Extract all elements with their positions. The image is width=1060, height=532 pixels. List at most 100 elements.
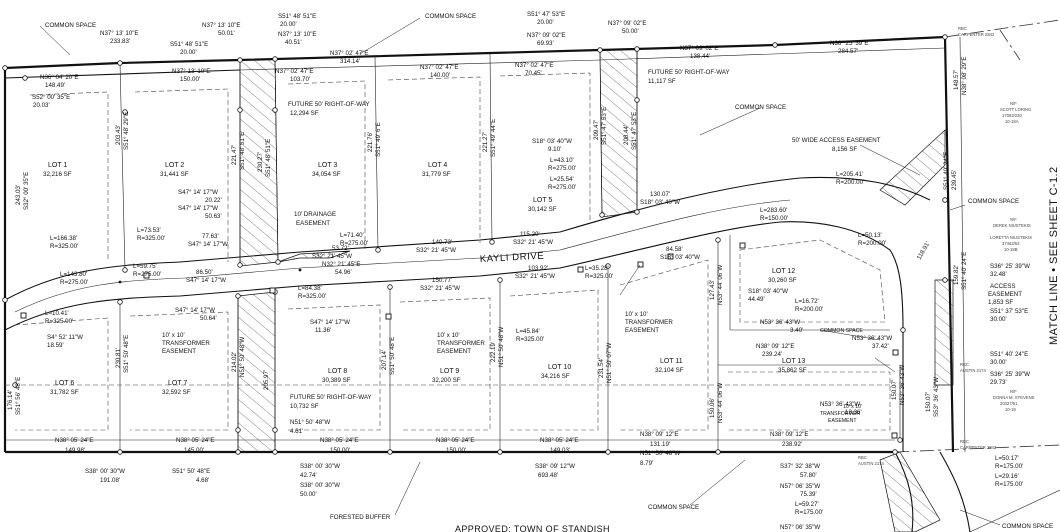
tl-16b: 138.44' <box>690 53 710 60</box>
cl-40a: S47° 14' 17"W <box>310 319 350 326</box>
lot-12-name: LOT 12 <box>772 268 795 275</box>
tl-6b: 20.00' <box>180 49 197 56</box>
cl-2b: R=325.00' <box>137 235 165 242</box>
bl-1a: N38° 05' 24"E <box>55 437 94 444</box>
sl-1a: 243.03' <box>15 185 22 205</box>
sl-10b: S51° 50' 48"E <box>123 335 130 373</box>
bl-11b: 50.00' <box>300 491 317 498</box>
sl-3a: 221.47' <box>231 145 238 165</box>
access-top-title: 50' WIDE ACCESS EASEMENT <box>792 137 881 144</box>
bl-8b: 191.08' <box>100 477 120 484</box>
side-labels: 243.03'S32° 00' 35"E 203.43'S51° 48' 29"… <box>7 56 968 423</box>
cl-25b: 18.59' <box>47 342 64 349</box>
future-row-1-area: 12,294 SF <box>290 110 319 117</box>
bl-9b: 4.68' <box>196 477 209 484</box>
cl-38a: S47° 14' 17"W <box>178 205 218 212</box>
lot-10-area: 34,216 SF <box>541 373 570 380</box>
tl-15a: N37° 09' 02"E <box>527 32 566 39</box>
lot-1-area: 32,216 SF <box>43 171 72 178</box>
cl-20b: R=325.00' <box>585 273 613 280</box>
cl-17b: 54.96' <box>335 269 352 276</box>
rbc-4-1: AUSTIN 2174 <box>858 461 885 466</box>
drainage-subtitle: EASEMENT <box>296 220 330 227</box>
sl-5a: 221.76' <box>367 132 374 152</box>
cl-7b: S32° 21' 45"W <box>513 239 553 246</box>
kayli-drive-road <box>4 176 931 452</box>
leader-lines <box>39 17 1001 526</box>
bl-5a: N38° 05' 24"E <box>540 437 579 444</box>
transformer-3-a: 10' x 10' <box>625 311 648 318</box>
sl-20a: 159.82' <box>953 265 960 285</box>
bl-12a: S38° 09' 12"W <box>535 463 575 470</box>
cl-3a: 77.63' <box>202 233 219 240</box>
tl-4b: 20.00' <box>280 21 297 28</box>
bl-2b: 145.00' <box>184 447 204 454</box>
ab-2-0: N/F <box>1010 217 1017 222</box>
approval-label: APPROVED: TOWN OF STANDISH <box>455 524 610 532</box>
setback-lines <box>5 72 895 431</box>
transformer-1-c: EASEMENT <box>162 348 196 355</box>
cl-4b: R=275.00' <box>340 240 368 247</box>
bl-17b: R=175.00' <box>795 509 823 516</box>
rbc-2-1: AUSTIN 2174 <box>960 368 987 373</box>
lot-5-name: LOT 5 <box>533 197 552 204</box>
cl-29b: 3.40' <box>790 327 803 334</box>
bottom-boundary-labels: N38° 05' 24"E 149.98' N38° 05' 24"E 145.… <box>55 419 1023 531</box>
sl-8a: 208.44' <box>623 125 630 145</box>
cl-32b: 13.36' <box>845 409 862 416</box>
bl-15a: S37° 32' 38"W <box>780 463 820 470</box>
future-row-3-title: FUTURE 50' RIGHT-OF-WAY <box>290 394 372 401</box>
cl-38b: 50.63' <box>205 213 222 220</box>
survey-monuments <box>2 34 948 455</box>
bl-19b: R=175.00' <box>995 463 1023 470</box>
transformer-3-b: TRANSFORMER <box>625 319 673 326</box>
cl-16b: R=325.00' <box>298 293 326 300</box>
tl-12a: N37° 02' 47"E <box>515 62 554 69</box>
bl-3a: N38° 05' 24"E <box>320 437 359 444</box>
cl-1a: L=166.38' <box>50 235 77 242</box>
sl-19a: 150.07' <box>925 392 932 412</box>
bl-20b: R=175.00' <box>995 481 1023 488</box>
bl-19a: L=50.17' <box>995 455 1019 462</box>
tl-15b: 69.93' <box>537 40 554 47</box>
sl-2a: 203.43' <box>115 125 122 145</box>
cl-30a: N38° 09' 12"E <box>756 343 795 350</box>
bl-17a: L=59.27' <box>795 501 819 508</box>
tl-11b: 140.00' <box>430 72 450 79</box>
tl-6a: S51° 48' 51"E <box>170 41 208 48</box>
cl-21a: 84.58' <box>666 246 683 253</box>
cl-20a: L=35.28' <box>585 265 609 272</box>
cl-1b: R=325.00' <box>50 243 78 250</box>
cl-31b: 37.42' <box>872 343 889 350</box>
lot-3-area: 34,054 SF <box>312 171 341 178</box>
future-row-3-area: 10,732 SF <box>290 403 319 410</box>
tl-7b: 40.51' <box>285 39 302 46</box>
cl-12b: R=200.00' <box>836 179 864 186</box>
row-offset-lines <box>4 47 946 441</box>
ab-3-3: 10-19 <box>1005 407 1016 412</box>
tl-3b: 20.03' <box>33 102 50 109</box>
tl-14b: 50.00' <box>622 28 639 35</box>
lower-road <box>894 451 1060 532</box>
sl-18b: N53° 36' 43"W <box>899 365 906 405</box>
bl-14b: 8.79' <box>640 460 653 467</box>
rbc-1-0: RBC <box>958 26 967 31</box>
sl-11b: N51° 50' 48"W <box>239 337 246 377</box>
access-easement-top <box>879 129 946 206</box>
cl-6b: S32° 21' 45"W <box>416 247 456 254</box>
bl-4a: N38° 05' 24"E <box>436 437 475 444</box>
sl-17a: 127.43' <box>709 280 716 300</box>
lot-12-area: 30,260 SF <box>768 277 797 284</box>
lot-8-name: LOT 8 <box>328 368 347 375</box>
cl-39a: S47° 14' 17"W <box>175 307 215 314</box>
cl-37a: S47° 14' 17"W <box>178 189 218 196</box>
cl-32a: N53° 36' 43"W <box>820 401 860 408</box>
cl-24a: L=10.41' <box>45 310 69 317</box>
access-right-subtitle: EASEMENT <box>988 291 1022 298</box>
bl-10b: 42.74' <box>300 472 317 479</box>
cl-16a: L=84.38' <box>298 285 322 292</box>
sl-7b: S51° 47' 53"E <box>601 107 608 145</box>
sl-14a: 222.19' <box>490 342 497 362</box>
bl-8a: S38° 00' 30"W <box>85 468 125 475</box>
